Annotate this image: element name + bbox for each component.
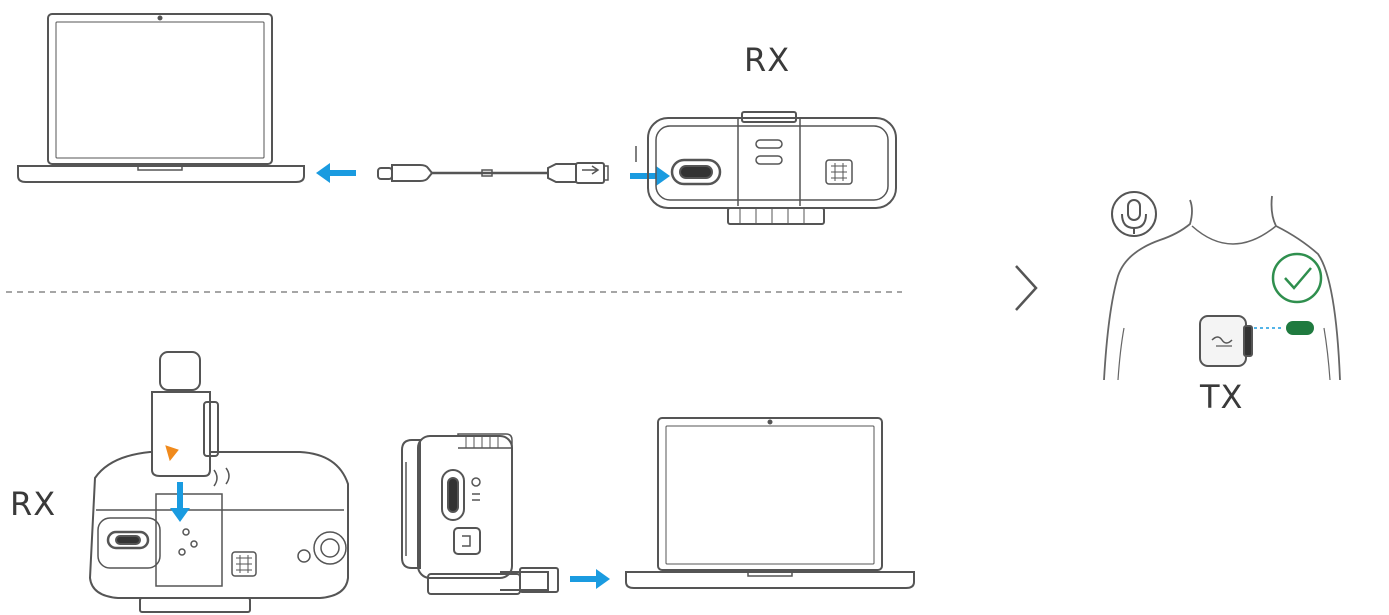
arrow-icon	[570, 569, 610, 589]
usb-c-cable-icon	[377, 162, 609, 184]
rx-label-top: RX	[744, 41, 791, 79]
microphone-icon	[1111, 191, 1157, 237]
tx-label: TX	[1200, 378, 1244, 416]
chevron-right-icon	[1015, 265, 1038, 311]
checkmark-icon	[1271, 252, 1323, 304]
arrow-icon	[170, 482, 190, 522]
arrow-icon	[630, 166, 670, 186]
receiver-side-icon	[401, 433, 559, 595]
usb-c-adapter-icon	[151, 351, 219, 477]
status-led	[1286, 321, 1314, 335]
receiver-icon	[88, 451, 349, 613]
receiver-icon	[635, 111, 897, 225]
arrow-icon	[316, 163, 356, 183]
laptop-icon	[17, 13, 305, 183]
transmitter-icon	[1199, 315, 1253, 367]
laptop-icon	[625, 417, 915, 589]
rx-label-bottom: RX	[10, 485, 57, 523]
person-silhouette	[1103, 195, 1341, 381]
